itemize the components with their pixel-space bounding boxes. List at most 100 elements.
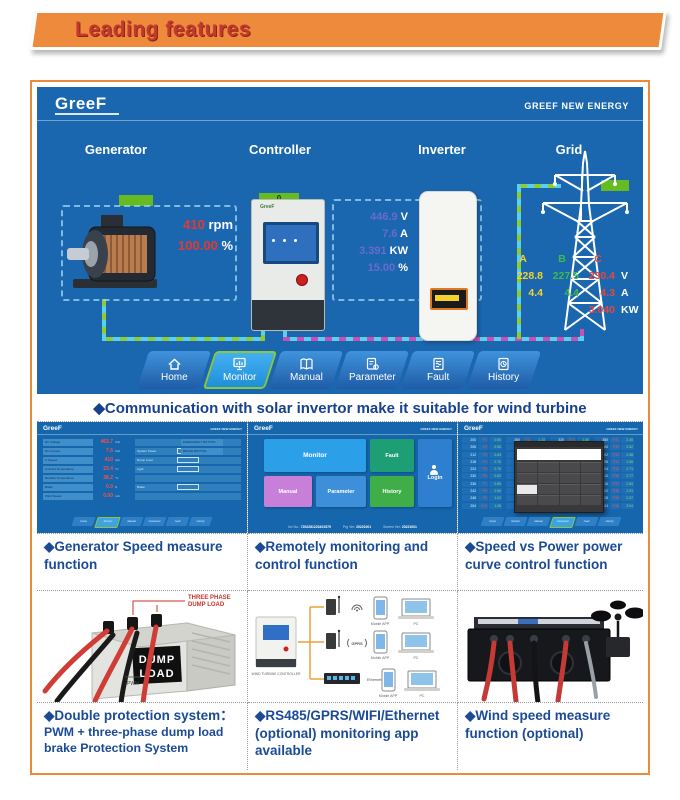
- cell-connectivity-diagram: WIND TURBINE CONTROLLER Mobile APP PC GP…: [248, 591, 458, 703]
- mini-nav-history-button[interactable]: History: [597, 517, 621, 526]
- generator-status-badge: [119, 195, 153, 206]
- caption-rs485-monitoring: ◆RS485/GPRS/WIFI/Ethernet (optional) mon…: [248, 703, 458, 770]
- power-cell[interactable]: 2.97: [621, 495, 634, 502]
- row-value: 410: [104, 457, 113, 463]
- power-cell[interactable]: 0.96: [489, 488, 502, 495]
- power-cell[interactable]: 2.91: [621, 488, 634, 495]
- mini-nav-monitor-button[interactable]: Monitor: [94, 517, 121, 528]
- nav-parameter-button[interactable]: Parameter: [334, 351, 410, 389]
- mini-nav-monitor-button[interactable]: Monitor: [503, 517, 527, 526]
- keypad-key[interactable]: [517, 462, 538, 472]
- power-cell[interactable]: 2.52: [621, 444, 634, 451]
- mid-label: System Power: [137, 449, 157, 453]
- tile-fault[interactable]: Fault: [370, 439, 414, 472]
- keypad-key[interactable]: [559, 495, 580, 505]
- mid-field[interactable]: [177, 466, 199, 472]
- nav-fault-button[interactable]: Fault: [400, 351, 476, 389]
- power-cell[interactable]: 1.80: [577, 437, 590, 443]
- power-cell[interactable]: 0.89: [489, 480, 502, 487]
- keypad-key[interactable]: [580, 484, 601, 494]
- speed-cell[interactable]: 224: [462, 466, 477, 473]
- power-cell[interactable]: 1.02: [489, 495, 502, 502]
- mini-nav-fault-button[interactable]: Fault: [574, 517, 598, 526]
- mid-field[interactable]: [177, 457, 199, 463]
- power-cell[interactable]: 1.08: [489, 502, 502, 509]
- keypad-key[interactable]: [559, 484, 580, 494]
- keypad-key[interactable]: [517, 495, 538, 505]
- generator-percent: 100.00 %: [178, 238, 233, 253]
- speed-cell[interactable]: 206: [462, 444, 477, 451]
- keypad-key[interactable]: [538, 495, 559, 505]
- power-cell[interactable]: 2.58: [621, 451, 634, 458]
- tile-parameter[interactable]: Parameter: [316, 476, 366, 507]
- point-cell: P5: [478, 466, 488, 473]
- nav-history-button[interactable]: History: [466, 351, 542, 389]
- mini-nav-parameter-button[interactable]: Parameter: [548, 517, 576, 528]
- grid-phase-readings: A B C 228.8 227.5 230.4 V 4.4 4.4 4.3 A …: [503, 253, 643, 321]
- speed-cell[interactable]: 380: [594, 437, 609, 443]
- nav-monitor-button[interactable]: Monitor: [202, 351, 278, 389]
- power-cell[interactable]: 0.50: [489, 437, 502, 443]
- home-icon: [168, 358, 180, 370]
- speed-cell[interactable]: 230: [462, 473, 477, 480]
- keypad-key[interactable]: [538, 462, 559, 472]
- speed-cell[interactable]: 200: [462, 437, 477, 443]
- row-field: [135, 493, 241, 500]
- keypad-input[interactable]: [517, 449, 601, 460]
- power-cell[interactable]: 0.70: [489, 458, 502, 465]
- speed-cell[interactable]: 242: [462, 488, 477, 495]
- keypad-key[interactable]: [538, 484, 559, 494]
- speed-cell[interactable]: 236: [462, 480, 477, 487]
- keypad-key[interactable]: [580, 462, 601, 472]
- tile-login[interactable]: Login: [418, 439, 452, 507]
- power-cell[interactable]: 0.63: [489, 451, 502, 458]
- power-cell[interactable]: 2.84: [621, 480, 634, 487]
- mini-nav-manual-button[interactable]: Manual: [526, 517, 550, 526]
- power-cell[interactable]: 3.04: [621, 502, 634, 509]
- connection-lines: [102, 184, 584, 341]
- tile-monitor[interactable]: Monitor: [264, 439, 366, 472]
- row-field: [135, 466, 241, 473]
- mini-logo: GreeF: [43, 425, 62, 432]
- main-caption: ◆Communication with solar invertor make …: [93, 400, 587, 417]
- speed-cell[interactable]: 212: [462, 451, 477, 458]
- power-cell[interactable]: 0.82: [489, 473, 502, 480]
- keypad-key[interactable]: [580, 495, 601, 505]
- mid-field[interactable]: [177, 484, 199, 490]
- svg-text:Ethernet: Ethernet: [367, 678, 382, 682]
- speed-cell[interactable]: 254: [462, 502, 477, 509]
- nav-home-button[interactable]: Home: [136, 351, 212, 389]
- speed-cell[interactable]: 248: [462, 495, 477, 502]
- power-cell[interactable]: 2.45: [621, 437, 634, 443]
- mini-nav-parameter-button[interactable]: Parameter: [142, 517, 167, 526]
- power-cell[interactable]: 2.77: [621, 473, 634, 480]
- controller-label: Controller: [248, 142, 312, 157]
- power-cell[interactable]: 1.15: [533, 437, 546, 443]
- mini-nav-home-button[interactable]: Home: [480, 517, 504, 526]
- keypad-key[interactable]: [580, 473, 601, 483]
- keypad-key[interactable]: [517, 484, 538, 494]
- power-cell[interactable]: 0.76: [489, 466, 502, 473]
- keypad-key[interactable]: [559, 473, 580, 483]
- mini-nav-home-button[interactable]: Home: [71, 517, 96, 526]
- speed-cell[interactable]: 320: [550, 437, 565, 443]
- point-cell: P39: [610, 495, 620, 502]
- power-cell[interactable]: 0.56: [489, 444, 502, 451]
- ethernet-row: Ethernet Mobile APP PC: [324, 668, 440, 698]
- keypad-key[interactable]: [517, 473, 538, 483]
- mini-nav-history-button[interactable]: History: [188, 517, 213, 526]
- keypad-key[interactable]: [538, 473, 559, 483]
- inverter-group-box: [332, 199, 482, 301]
- row-unit: °C: [115, 467, 119, 471]
- nav-manual-button[interactable]: Manual: [268, 351, 344, 389]
- speed-cell[interactable]: 218: [462, 458, 477, 465]
- mini-nav-fault-button[interactable]: Fault: [165, 517, 190, 526]
- speed-cell[interactable]: 260: [506, 437, 521, 443]
- tile-manual[interactable]: Manual: [264, 476, 312, 507]
- power-cell[interactable]: 2.65: [621, 458, 634, 465]
- tile-history[interactable]: History: [370, 476, 414, 507]
- keypad-key[interactable]: [559, 462, 580, 472]
- power-cell[interactable]: 2.71: [621, 466, 634, 473]
- mini-nav-manual-button[interactable]: Manual: [119, 517, 144, 526]
